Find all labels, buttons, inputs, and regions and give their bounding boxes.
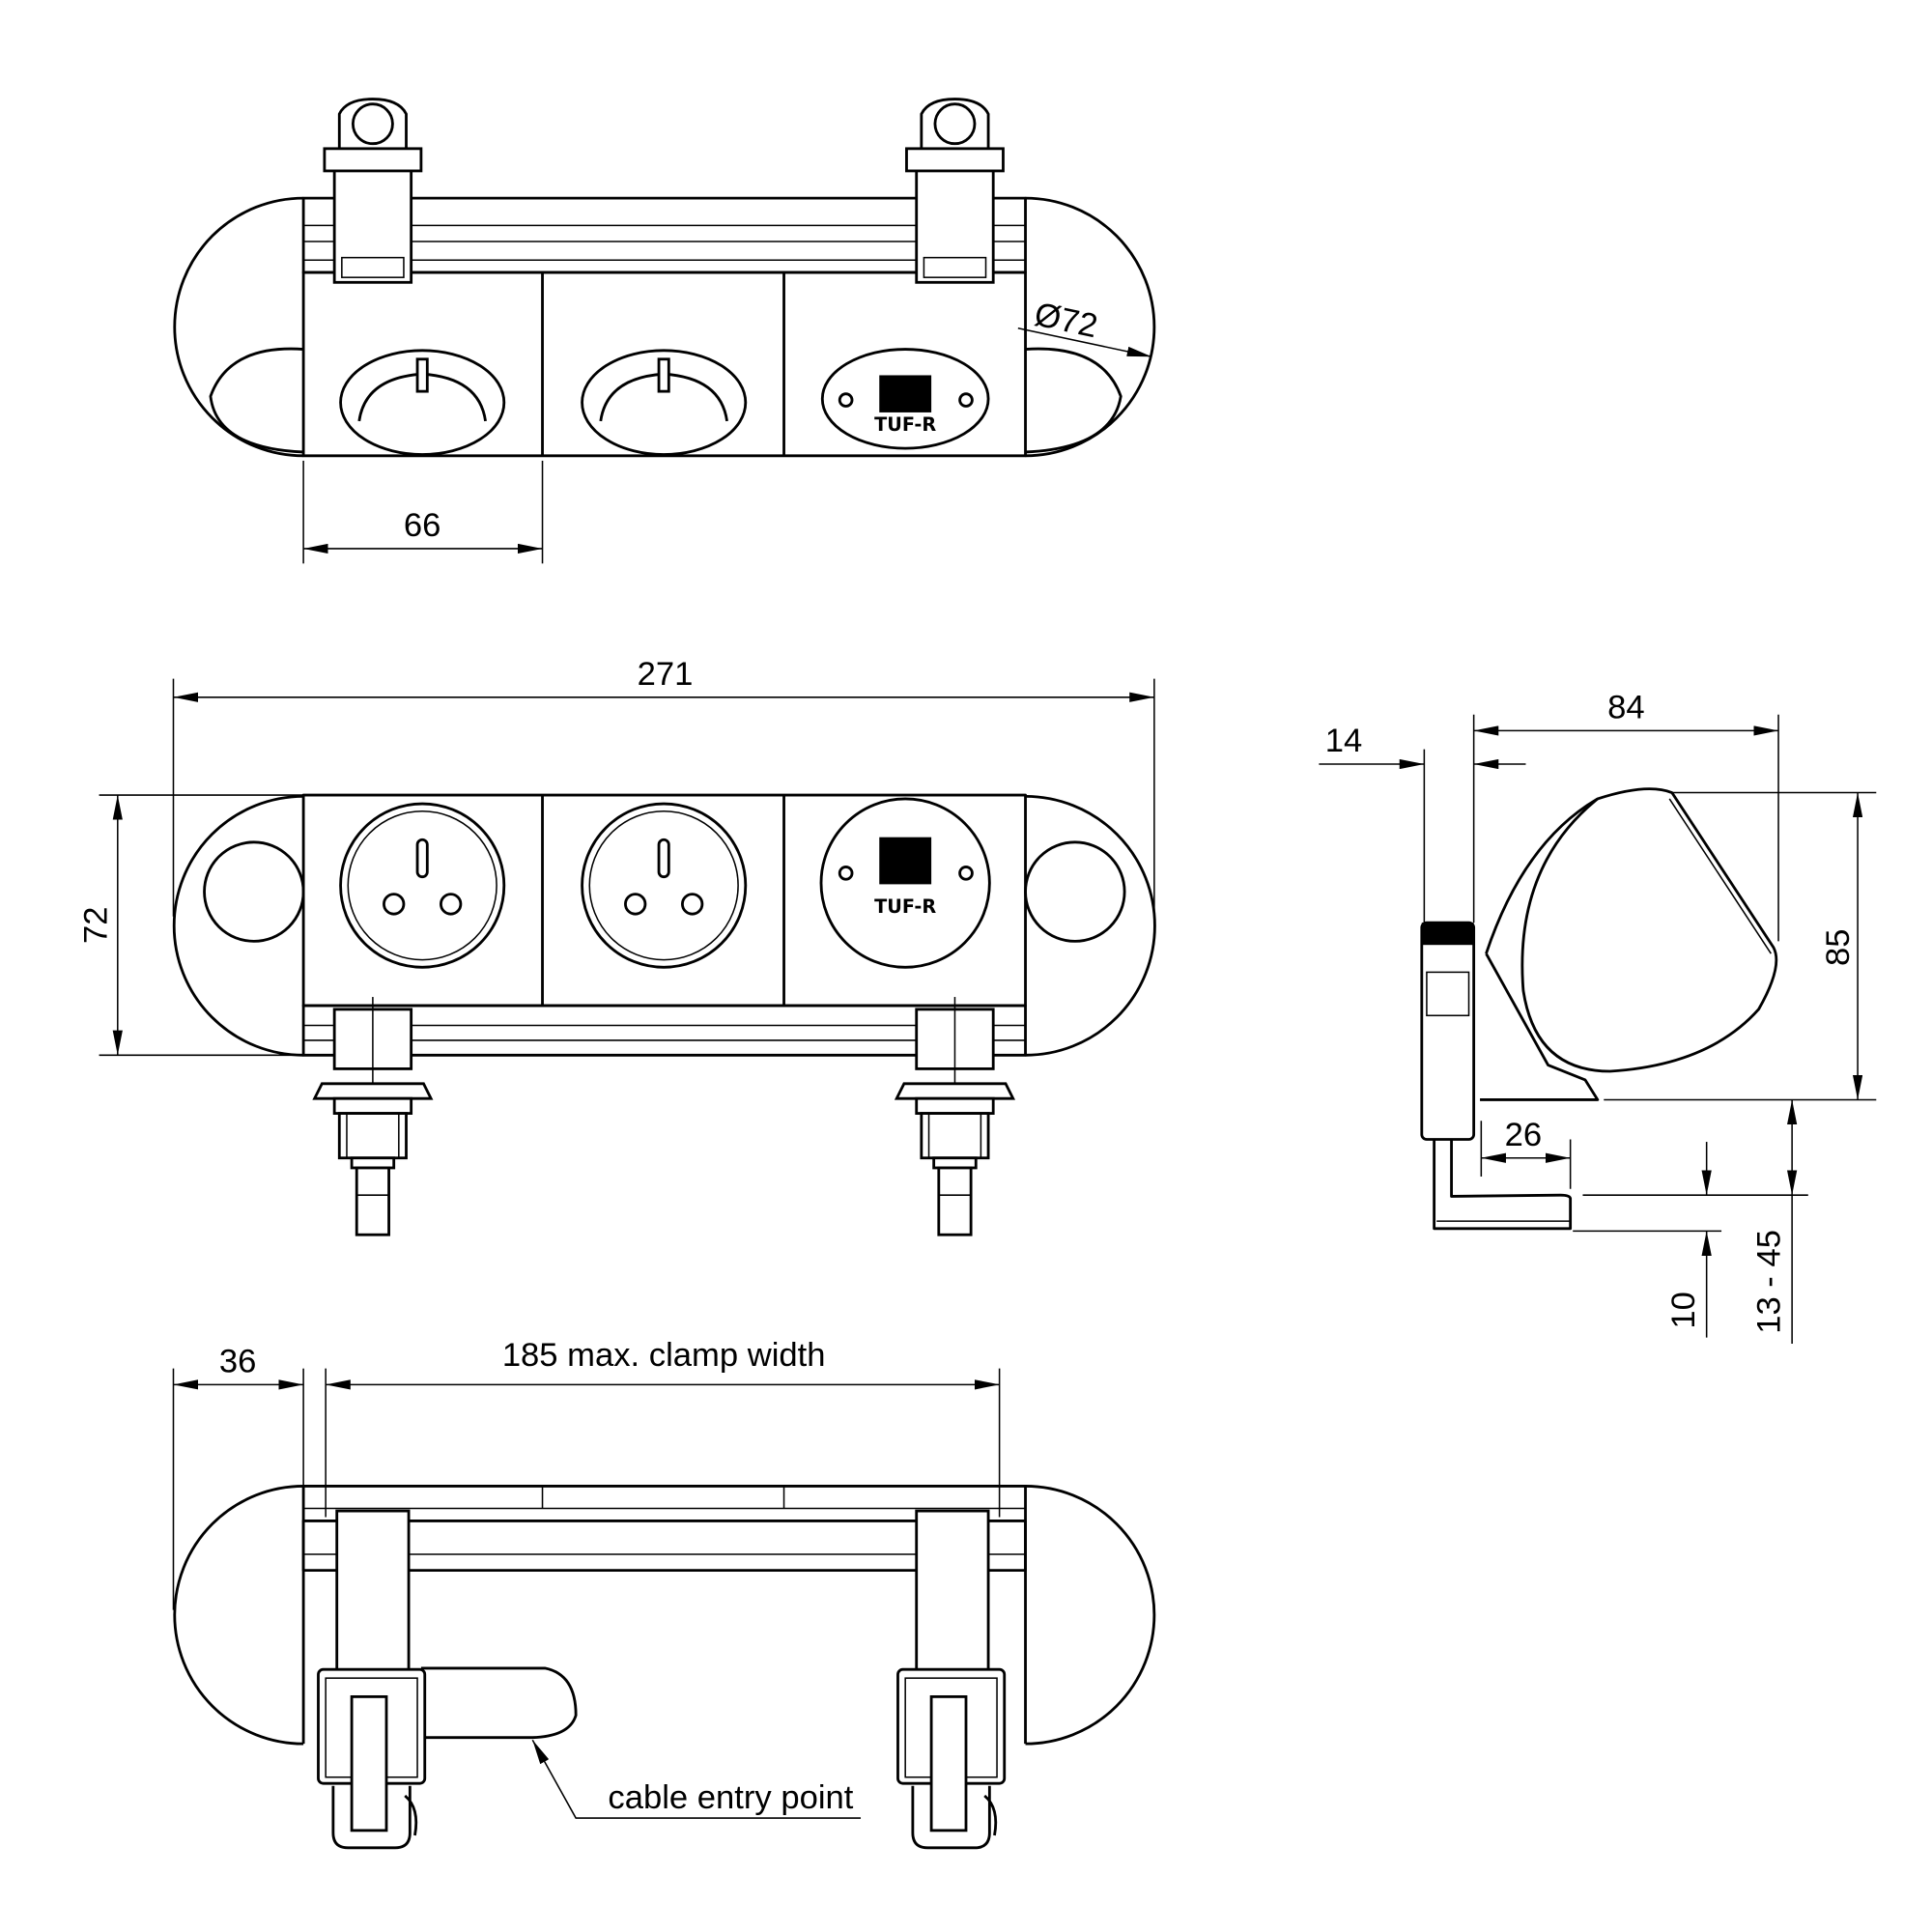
clamp	[323, 98, 423, 284]
cable-entry	[420, 1666, 578, 1740]
clamp	[317, 1509, 427, 1850]
end-cap-left	[173, 196, 304, 458]
housing-profile	[1520, 787, 1778, 1073]
callout-cable-entry: cable entry point	[608, 1779, 853, 1816]
clamp	[313, 995, 433, 1236]
dim-clamp-thickness: 10	[1665, 1292, 1702, 1329]
usb-charger-module: TUF-R	[820, 348, 990, 450]
top-view: TUF-R 66 Ø72	[173, 98, 1156, 564]
dim-clamp-depth: 26	[1505, 1117, 1543, 1153]
bottom-view: 36 185 max. clamp width cable entry poin…	[172, 1337, 1156, 1850]
logo-text: TUF-R	[874, 895, 936, 918]
socket-outlet	[339, 349, 506, 456]
dim-depth: 84	[1607, 690, 1645, 726]
usb-charger-module: TUF-R	[819, 797, 991, 969]
socket-outlet	[581, 802, 748, 969]
dim-side-height: 85	[1820, 929, 1857, 967]
dim-total-length: 271	[638, 656, 694, 693]
dim-height: 72	[77, 906, 114, 944]
clamp	[895, 995, 1015, 1236]
logo-text: TUF-R	[874, 413, 936, 436]
front-view: TUF-R 271 72	[77, 656, 1156, 1236]
dim-clamp-width: 185 max. clamp width	[502, 1337, 826, 1374]
dim-end-cap: 36	[219, 1344, 257, 1380]
dim-clamp-range: 13 - 45	[1750, 1230, 1787, 1334]
dim-module-width: 66	[404, 507, 441, 544]
socket-outlet	[339, 802, 506, 969]
dim-offset: 14	[1325, 723, 1363, 759]
clamp	[905, 98, 1005, 284]
side-view: 84 14 85 26 10 13 - 45	[1319, 690, 1877, 1345]
dim-diameter: Ø72	[1032, 297, 1101, 346]
clamp	[896, 1509, 1007, 1850]
socket-outlet	[581, 349, 748, 456]
